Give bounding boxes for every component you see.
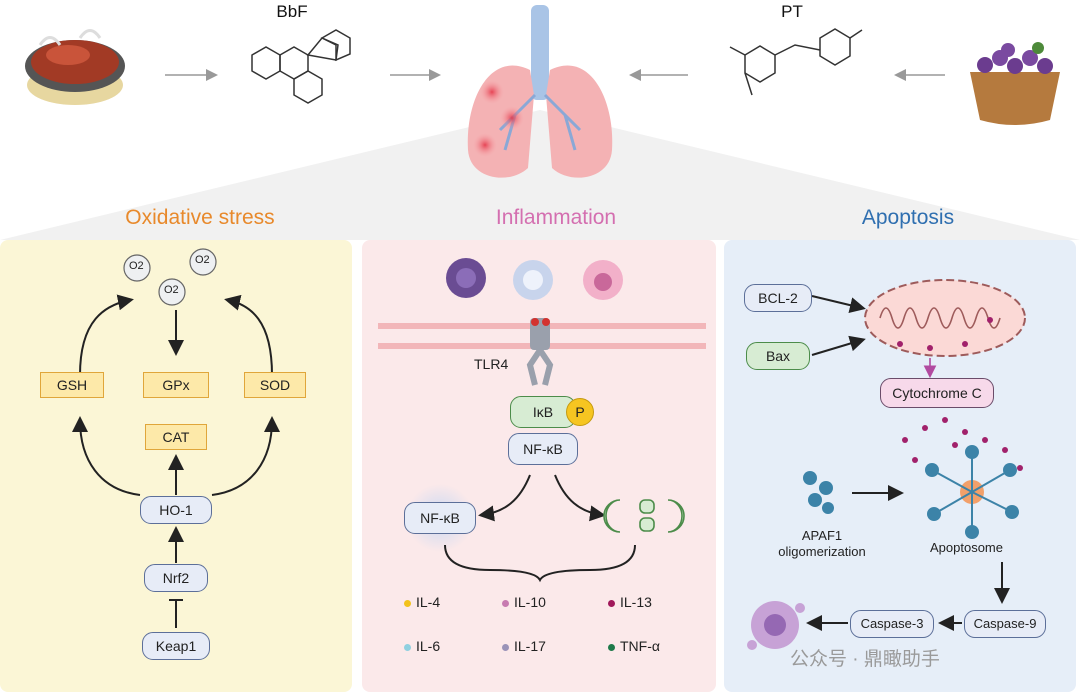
il6-dot: [404, 644, 411, 651]
tlr4-label: TLR4: [474, 356, 509, 372]
radical-label: O2: [129, 260, 144, 272]
pt-label: PT: [781, 2, 803, 21]
gpx-node: GPx: [143, 372, 209, 398]
il4-label: IL-4: [416, 594, 441, 610]
tlr4-receptor-icon: [526, 318, 554, 386]
il13-label: IL-13: [620, 594, 652, 610]
superoxide-radicals: [123, 248, 217, 306]
immune-cells-icons: [446, 258, 623, 300]
apoptotic-cell-icon: [747, 601, 805, 650]
cat-node: CAT: [145, 424, 207, 450]
inflammation-panel: [362, 240, 716, 692]
caspase3-node: Caspase-3: [850, 610, 934, 638]
ho1-node: HO-1: [140, 496, 212, 524]
grape-basket-icon: [970, 42, 1060, 125]
cytochrome-dots: [902, 417, 1023, 471]
caspase9-node: Caspase-9: [964, 610, 1046, 638]
tnfa-label: TNF-α: [620, 638, 660, 654]
radical-label: O2: [164, 284, 179, 296]
grilled-meat-icon: [25, 29, 125, 105]
cytokine-release-icon: [603, 499, 685, 533]
apoptosome-label: Apoptosome: [930, 540, 1003, 555]
il10-dot: [502, 600, 509, 607]
il13-dot: [608, 600, 615, 607]
nfkb-complex-node: NF-κB: [508, 433, 578, 465]
radical-label: O2: [195, 254, 210, 266]
nfkb-free-node: NF-κB: [404, 502, 476, 534]
il10-label: IL-10: [514, 594, 546, 610]
watermark-text: 公众号 · 鼎瞰助手: [790, 649, 940, 670]
lungs-icon: [467, 5, 613, 178]
il17-dot: [502, 644, 509, 651]
bcl2-node: BCL-2: [744, 284, 812, 312]
il4-dot: [404, 600, 411, 607]
inflammation-title: Inflammation: [495, 206, 617, 229]
tnfa-dot: [608, 644, 615, 651]
bbf-label: BbF: [276, 2, 308, 21]
sod-node: SOD: [244, 372, 306, 398]
il6-label: IL-6: [416, 638, 441, 654]
bax-node: Bax: [746, 342, 810, 370]
keap1-node: Keap1: [142, 632, 210, 660]
apaf1-icon: [803, 471, 834, 514]
nrf2-node: Nrf2: [144, 564, 208, 592]
mitochondrion-icon: [864, 279, 1026, 357]
gsh-node: GSH: [40, 372, 104, 398]
apoptosis-title: Apoptosis: [861, 206, 955, 229]
phosphate-badge: P: [566, 398, 594, 426]
apoptosome-icon: [925, 445, 1019, 539]
cytochrome-c-node: Cytochrome C: [880, 378, 994, 408]
bbf-molecule-icon: [251, 29, 351, 104]
oxidative-stress-title: Oxidative stress: [125, 206, 275, 229]
il17-label: IL-17: [514, 638, 546, 654]
apaf1-label: APAF1 oligomerization: [778, 528, 866, 559]
ikb-node: IκB: [510, 396, 576, 428]
pt-molecule-icon: [729, 28, 863, 96]
